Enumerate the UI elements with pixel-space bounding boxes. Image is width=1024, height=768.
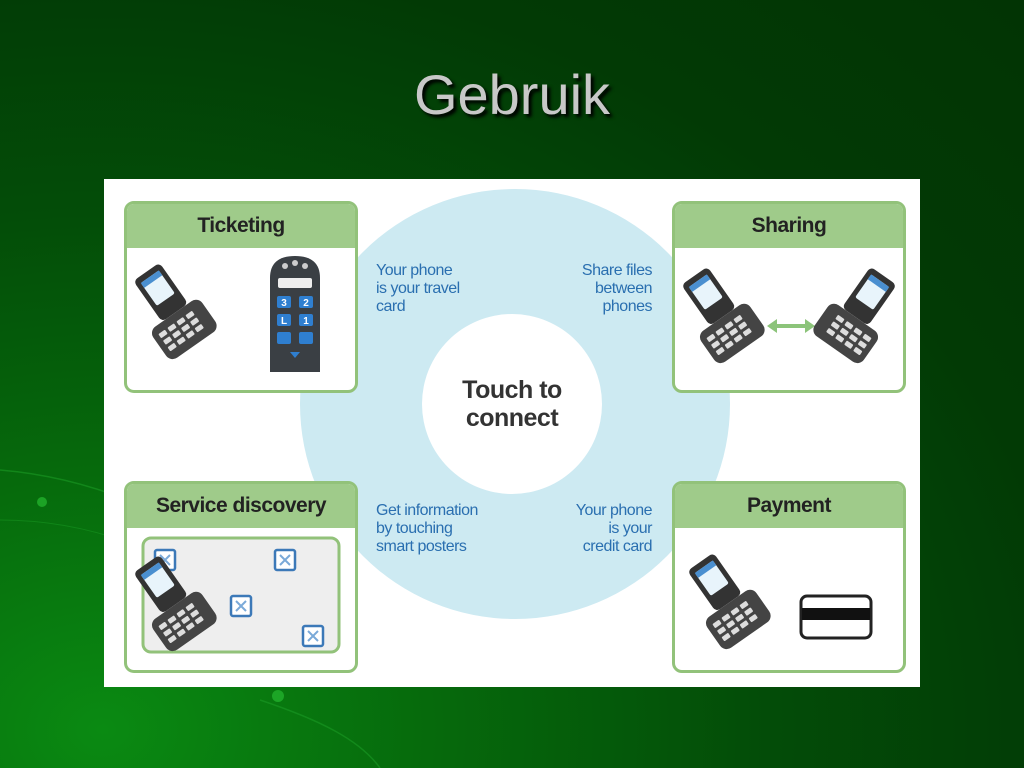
reader-key-label: 1 bbox=[303, 316, 309, 327]
center-hub: Touch to connect bbox=[422, 314, 602, 494]
panel-body-sharing bbox=[675, 248, 903, 390]
nfc-tag-icon bbox=[229, 594, 253, 618]
double-arrow-icon bbox=[767, 319, 815, 333]
credit-card-icon bbox=[799, 594, 873, 640]
center-label: Touch to connect bbox=[462, 376, 562, 432]
ticket-reader-icon: 3 2L 1 bbox=[270, 256, 320, 372]
panel-ticketing: Ticketing bbox=[124, 201, 358, 393]
panel-payment: Payment bbox=[672, 481, 906, 673]
nfc-tag-icon bbox=[273, 548, 297, 572]
caption-service-discovery: Get information by touching smart poster… bbox=[376, 502, 478, 555]
panel-title-ticketing: Ticketing bbox=[127, 204, 355, 248]
panel-title-sharing: Sharing bbox=[675, 204, 903, 248]
panel-service-discovery: Service discovery bbox=[124, 481, 358, 673]
nfc-usage-diagram: Touch to connect Your phone is your trav… bbox=[104, 179, 920, 687]
reader-key-label: L bbox=[281, 316, 287, 327]
panel-body-service-discovery bbox=[127, 528, 355, 670]
flip-phone-icon bbox=[135, 556, 217, 652]
panel-title-payment: Payment bbox=[675, 484, 903, 528]
reader-key-label: 3 bbox=[281, 298, 287, 309]
caption-sharing: Share files between phones bbox=[581, 262, 653, 315]
reader-key-label: 2 bbox=[303, 298, 309, 309]
flip-phone-icon bbox=[135, 264, 217, 360]
flip-phone-icon bbox=[813, 268, 895, 364]
slide-title: Gebruik bbox=[413, 63, 611, 126]
caption-payment: Your phone is your credit card bbox=[575, 502, 653, 555]
flip-phone-icon bbox=[683, 268, 765, 364]
nfc-tag-icon bbox=[301, 624, 325, 648]
flip-phone-icon bbox=[689, 554, 771, 650]
caption-ticketing: Your phone is your travel card bbox=[376, 262, 460, 315]
panel-body-payment bbox=[675, 528, 903, 670]
panel-sharing: Sharing bbox=[672, 201, 906, 393]
panel-title-service-discovery: Service discovery bbox=[127, 484, 355, 528]
